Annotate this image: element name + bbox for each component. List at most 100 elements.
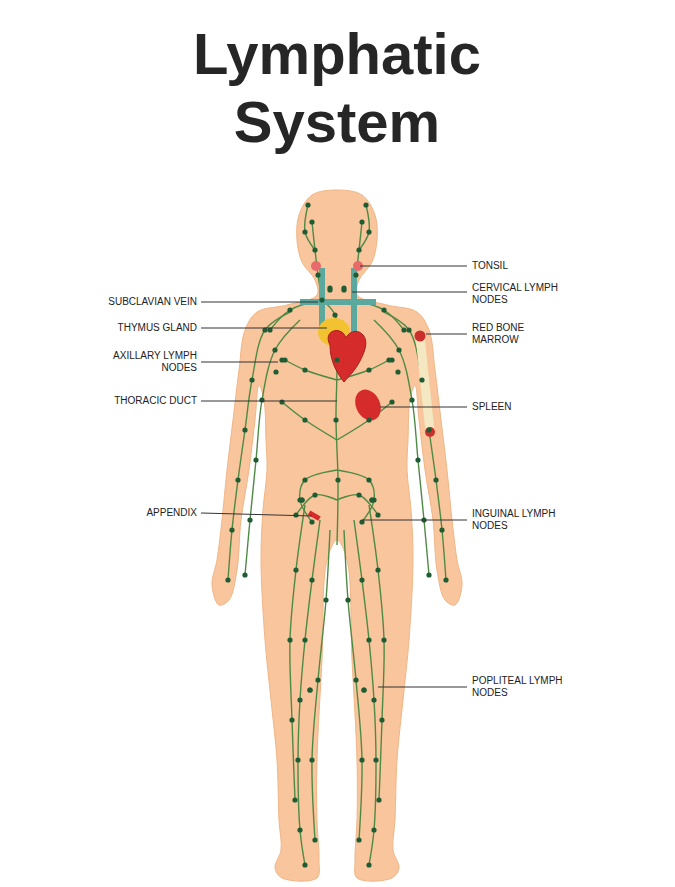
lymph-vessel xyxy=(285,360,337,380)
lymph-node xyxy=(327,287,332,292)
lymph-vessel xyxy=(228,312,290,580)
lymph-node xyxy=(415,457,420,462)
lymph-node xyxy=(366,637,371,642)
lymph-node xyxy=(406,327,411,332)
lymph-node xyxy=(253,457,258,462)
lymph-node xyxy=(401,327,406,332)
lymph-node xyxy=(315,272,320,277)
lymph-node xyxy=(439,527,444,532)
lymph-node xyxy=(371,827,376,832)
lymph-node xyxy=(376,797,381,802)
lymph-node xyxy=(409,397,414,402)
lymph-node xyxy=(302,367,307,372)
leader-line xyxy=(378,687,467,688)
lymph-node xyxy=(353,272,358,277)
lymph-node xyxy=(295,757,300,762)
lymph-vessel xyxy=(337,495,378,515)
lymph-node xyxy=(356,837,361,842)
lymph-node xyxy=(356,492,361,497)
lymph-vessel xyxy=(374,320,429,575)
leader-line xyxy=(201,362,278,363)
lymph-node xyxy=(353,677,358,682)
lymph-vessel xyxy=(344,530,362,840)
lymph-node xyxy=(309,519,314,524)
leader-line xyxy=(201,302,318,303)
lymph-node xyxy=(279,399,284,404)
lymph-node xyxy=(443,577,448,582)
part-label: SPLEEN xyxy=(472,401,564,413)
part-label: AXILLARY LYMPH NODES xyxy=(105,350,197,374)
leader-line xyxy=(380,407,467,408)
lymph-node xyxy=(373,757,378,762)
lymph-node xyxy=(242,427,247,432)
lymph-node xyxy=(302,862,307,867)
lymph-node xyxy=(426,427,431,432)
lymph-node xyxy=(287,307,292,312)
lymph-node xyxy=(379,717,384,722)
lymph-node xyxy=(235,477,240,482)
leader-line xyxy=(201,401,337,402)
lymph-node xyxy=(225,577,230,582)
leader-line xyxy=(360,266,467,267)
lymph-node xyxy=(305,202,310,207)
lymph-node xyxy=(375,567,380,572)
leader-lines xyxy=(201,266,467,687)
leader-line xyxy=(201,513,312,516)
lymph-node xyxy=(312,247,317,252)
part-label: SUBCLAVIAN VEIN xyxy=(87,296,197,308)
lymph-vessel xyxy=(312,530,330,840)
lymph-node xyxy=(366,229,371,234)
lymph-node xyxy=(302,417,307,422)
lymph-node xyxy=(312,837,317,842)
title: Lymphatic System xyxy=(152,20,522,156)
lymph-node xyxy=(307,687,312,692)
lymph-node xyxy=(363,202,368,207)
lymph-vessels xyxy=(228,205,446,865)
lymph-node xyxy=(356,247,361,252)
lymph-vessel xyxy=(300,470,337,522)
lymph-node xyxy=(272,347,277,352)
lymph-node xyxy=(366,417,371,422)
lymph-node xyxy=(369,497,374,502)
lymph-node xyxy=(293,567,298,572)
lymph-node xyxy=(333,417,338,422)
lymph-node xyxy=(375,512,380,517)
lymph-node xyxy=(359,577,364,582)
lymph-node xyxy=(319,297,324,302)
part-label: THORACIC DUCT xyxy=(87,395,197,407)
lymph-node xyxy=(309,757,314,762)
red-bone-marrow xyxy=(425,427,435,437)
lymph-node xyxy=(433,477,438,482)
lymph-vessel xyxy=(359,205,369,250)
lymph-node xyxy=(341,287,346,292)
lymph-node xyxy=(302,477,307,482)
lymph-node xyxy=(302,637,307,642)
tonsil xyxy=(311,261,321,271)
lymph-node xyxy=(381,637,386,642)
lymph-node xyxy=(366,862,371,867)
leader-line xyxy=(426,334,467,335)
lymph-node xyxy=(242,572,247,577)
lymph-node xyxy=(299,497,304,502)
lymph-node xyxy=(312,492,317,497)
lymph-node xyxy=(395,369,400,374)
lymph-vessel xyxy=(245,320,300,575)
lymph-node xyxy=(389,399,394,404)
lymph-node xyxy=(309,219,314,224)
lymph-node xyxy=(366,367,371,372)
lymph-node xyxy=(293,512,298,517)
lymph-node xyxy=(297,697,302,702)
lymph-node xyxy=(369,497,374,502)
lymph-node xyxy=(249,377,254,382)
leader-line xyxy=(201,328,327,329)
spleen xyxy=(350,385,385,424)
lymph-node xyxy=(259,397,264,402)
part-label: INGUINAL LYMPH NODES xyxy=(472,508,564,532)
part-label: THYMUS GLAND xyxy=(87,322,197,334)
part-label: TONSIL xyxy=(472,260,564,272)
lymph-node xyxy=(371,697,376,702)
lymph-node xyxy=(289,717,294,722)
lymph-node xyxy=(247,517,252,522)
lymph-node xyxy=(279,357,284,362)
